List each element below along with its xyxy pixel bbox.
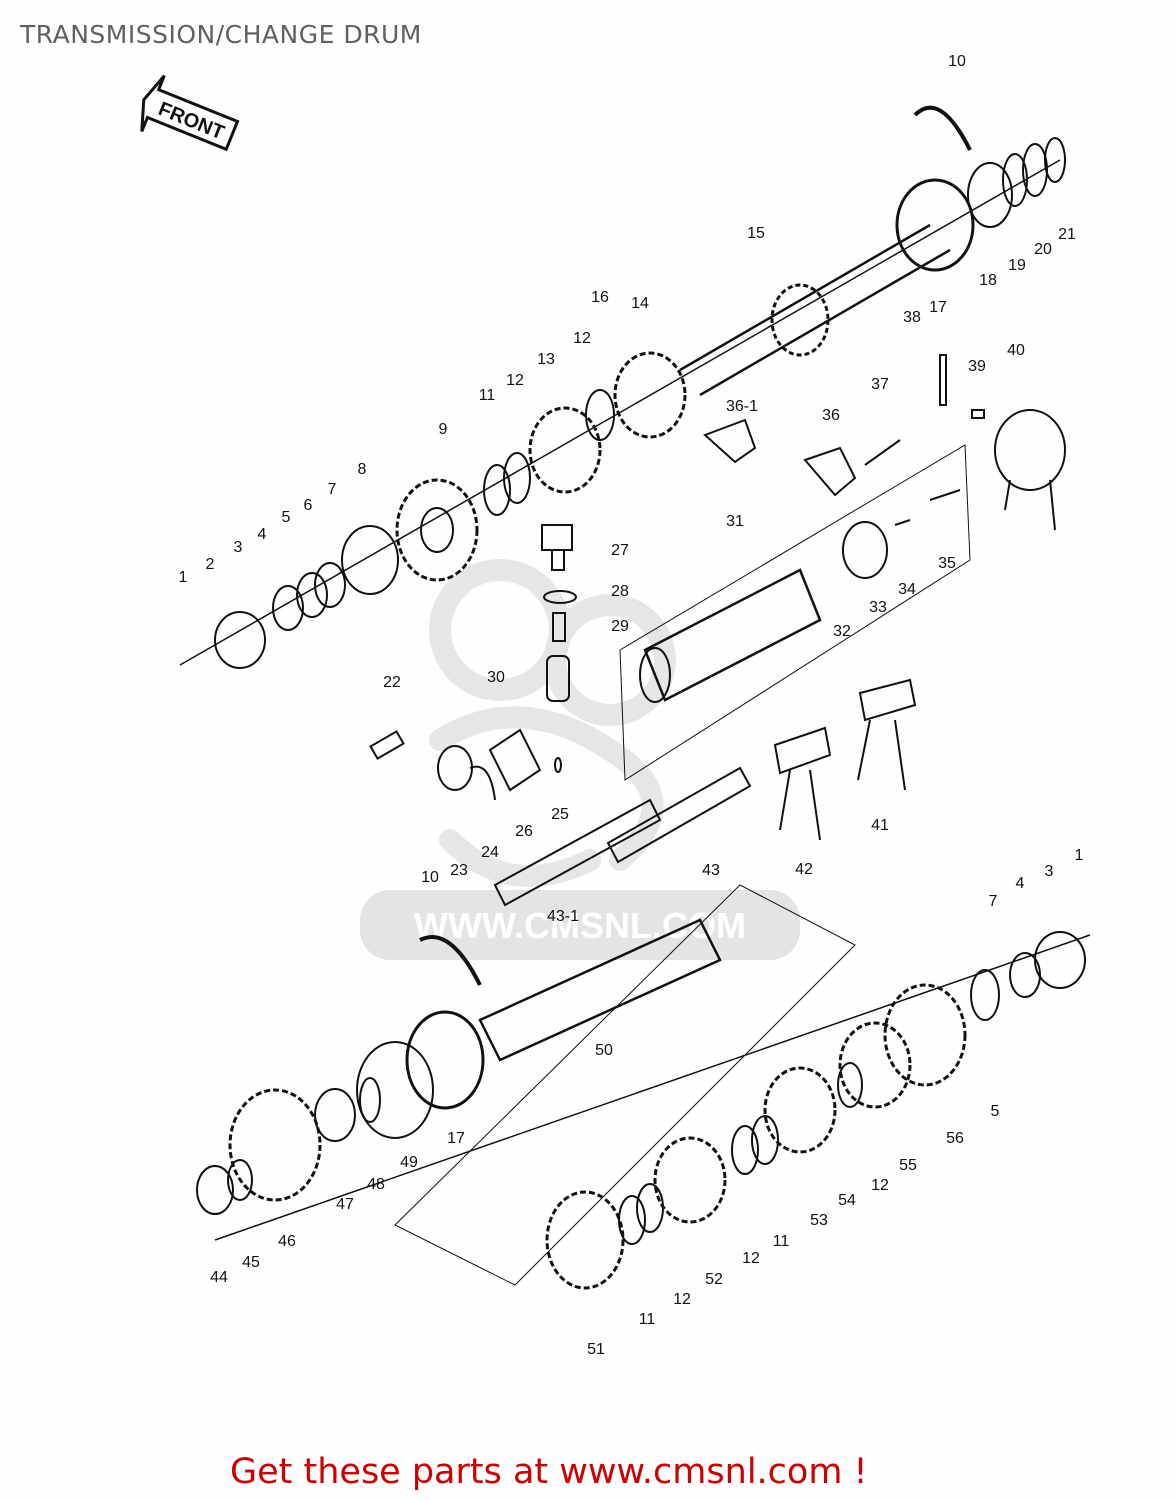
part-callout: 1 [178,569,188,586]
part-callout: 13 [537,351,555,368]
part-callout: 39 [968,358,986,375]
part-callout: 43 [702,862,720,879]
part-callout: 7 [988,893,998,910]
part-callout: 35 [938,555,956,572]
part-callout: 29 [611,618,629,635]
part-callout: 21 [1058,226,1076,243]
part-callout: 28 [611,583,629,600]
part-callout: 34 [898,581,916,598]
part-callout: 55 [899,1157,917,1174]
footer-cta-link[interactable]: Get these parts at www.cmsnl.com ! [230,1452,868,1492]
part-callout: 40 [1007,342,1025,359]
part-callout: 4 [257,526,267,543]
part-callout: 27 [611,542,629,559]
part-callout: 47 [336,1196,354,1213]
part-callout: 43-1 [546,908,580,925]
part-callout: 16 [591,289,609,306]
part-callout: 52 [705,1271,723,1288]
cmsnl-watermark: WWW.CMSNL.COM [360,559,800,960]
page-title: TRANSMISSION/CHANGE DRUM [20,20,422,49]
part-callout: 18 [979,272,997,289]
part-callout: 25 [551,806,569,823]
part-callout: 49 [400,1154,418,1171]
part-callout: 7 [327,481,337,498]
part-callout: 2 [205,556,215,573]
part-callout: 12 [742,1250,760,1267]
part-callout: 56 [946,1130,964,1147]
part-callout: 42 [795,861,813,878]
part-callout: 38 [903,309,921,326]
part-callout: 48 [367,1176,385,1193]
part-callout: 10 [948,53,966,70]
part-callout: 14 [631,295,649,312]
part-callout: 19 [1008,257,1026,274]
part-callout: 17 [447,1130,465,1147]
part-callout: 33 [869,599,887,616]
part-callout: 54 [838,1192,856,1209]
part-callout: 11 [772,1233,790,1250]
part-callout: 15 [747,225,765,242]
part-callout: 23 [450,862,468,879]
part-callout: 41 [871,817,889,834]
part-callout: 12 [871,1177,889,1194]
part-callout: 12 [506,372,524,389]
part-callout: 12 [673,1291,691,1308]
part-callout: 5 [281,509,291,526]
gear-icon [214,105,1066,669]
part-callout: 3 [233,539,243,556]
part-callout: 17 [929,299,947,316]
part-callout: 36 [822,407,840,424]
part-callout: 51 [587,1341,605,1358]
part-callout: 37 [871,376,889,393]
part-callout: 30 [487,669,505,686]
part-callout: 9 [438,421,448,438]
part-callout: 50 [595,1042,613,1059]
part-callout: 32 [833,623,851,640]
part-callout: 8 [357,461,367,478]
part-callout: 1 [1074,847,1084,864]
part-callout: 53 [810,1212,828,1229]
part-callout: 11 [478,387,496,404]
part-callout: 6 [303,497,313,514]
part-callout: 45 [242,1254,260,1271]
part-callout: 24 [481,844,499,861]
part-callout: 44 [210,1269,228,1286]
front-arrow-icon: FRONT [140,74,240,152]
part-callout: 22 [383,674,401,691]
part-callout: 36-1 [725,398,759,415]
part-callout: 31 [726,513,744,530]
part-callout: 3 [1044,863,1054,880]
part-callout: 11 [638,1311,656,1328]
part-callout: 10 [421,869,439,886]
part-callout: 12 [573,330,591,347]
part-callout: 4 [1015,875,1025,892]
part-callout: 5 [990,1103,1000,1120]
part-callout: 46 [278,1233,296,1250]
part-callout: 20 [1034,241,1052,258]
part-callout: 26 [515,823,533,840]
